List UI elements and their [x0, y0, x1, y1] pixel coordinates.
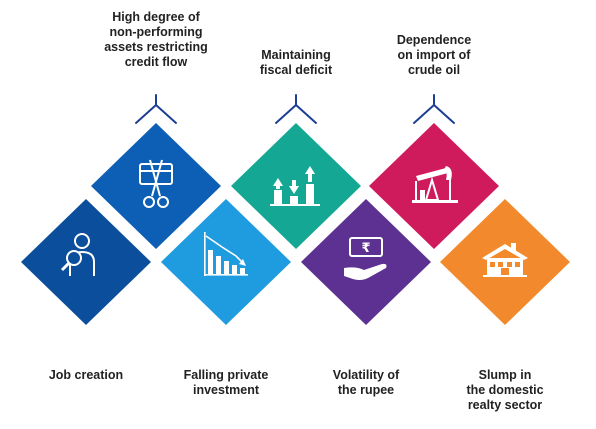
diamond-shape: [21, 199, 151, 325]
diamond-npa-credit: [91, 123, 221, 249]
label-realty-slump: Slump in the domestic realty sector: [466, 368, 544, 412]
label-npa-credit: High degree of non-performing assets res…: [104, 10, 208, 69]
scissors-card-icon: [139, 159, 173, 208]
label-rupee-volatility: Volatility of the rupee: [332, 368, 400, 397]
arrows-bars-icon: [270, 166, 320, 206]
house-icon: [482, 243, 528, 277]
connector-top-2: [135, 94, 177, 124]
diamond-crude-oil: [369, 123, 499, 249]
diamond-shape: [91, 123, 221, 249]
oil-pump-icon: [412, 166, 458, 203]
diamond-realty-slump: [440, 199, 570, 325]
label-fiscal-deficit: Maintaining fiscal deficit: [259, 48, 333, 77]
rupee-hand-icon: ₹: [344, 237, 387, 280]
diamond-fiscal-deficit: [231, 123, 361, 249]
svg-text:₹: ₹: [361, 241, 370, 256]
label-crude-oil: Dependence on import of crude oil: [396, 33, 472, 77]
diamond-job-creation: [21, 199, 151, 325]
connector-top-4: [275, 94, 317, 124]
label-job-creation: Job creation: [48, 368, 124, 382]
label-falling-investment: Falling private investment: [183, 368, 269, 397]
declining-bar-chart-icon: [204, 232, 248, 276]
person-magnifier-icon: [60, 233, 95, 276]
diamond-falling-investment: [161, 199, 291, 325]
diamond-shape: [301, 199, 431, 325]
diamond-rupee-volatility: ₹: [301, 199, 431, 325]
connector-top-6: [413, 94, 455, 124]
